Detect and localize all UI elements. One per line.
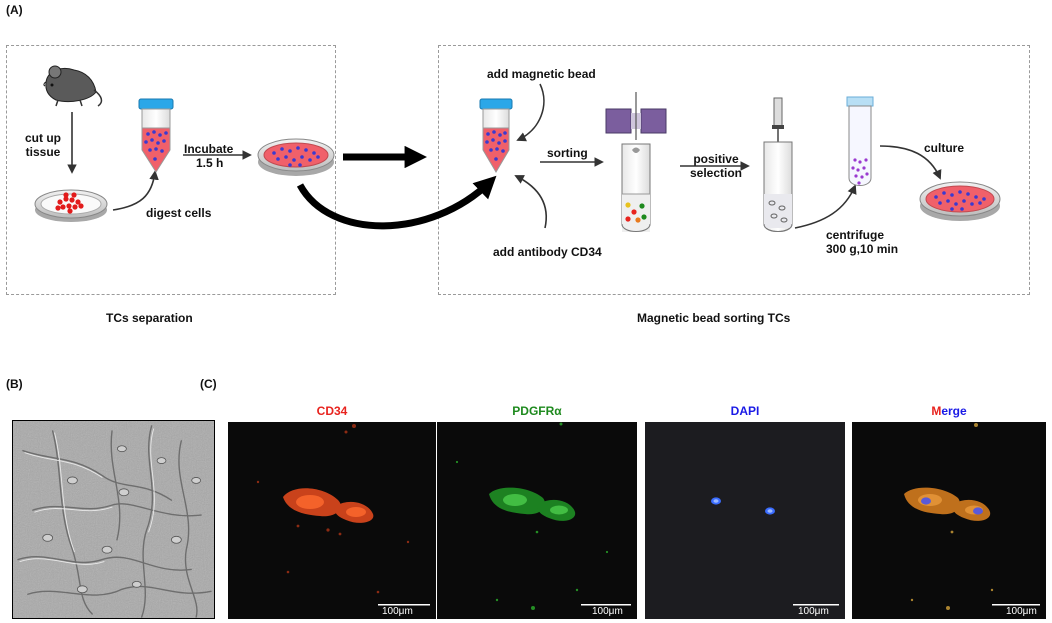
centrifuge-tube-icon [846,96,874,186]
cd34-image [228,422,436,619]
mouse-icon [43,65,103,107]
final-culture-dish-icon [919,181,1001,221]
cut-up-label: cut up tissue [22,131,64,159]
magnet-icon [605,92,667,140]
separation-box [6,45,336,295]
add-antibody-label: add antibody CD34 [493,245,602,259]
dapi-scale-bar [793,604,839,606]
panel-label-b: (B) [6,377,23,391]
add-bead-label: add magnetic bead [487,67,596,81]
sorting-box [438,45,1030,295]
positive-line2: selection [689,166,743,180]
positive-selection-label: positive selection [680,152,752,180]
cd34-title: CD34 [316,404,348,418]
merge-title-m: M [931,404,942,418]
dapi-image [645,422,845,619]
incubate-line2: 1.5 h [196,156,224,170]
culture-label: culture [924,141,965,155]
pdgfra-scale-bar [581,604,631,606]
workflow-diagram [34,65,1001,232]
pdgfra-image [437,422,637,619]
panel-label-a: (A) [6,3,23,17]
merge-title-rest: erge [941,404,967,418]
merge-image [852,422,1046,619]
sorting-box-title: Magnetic bead sorting TCs [637,311,791,325]
separation-box-title: TCs separation [106,311,193,325]
centrifuge-line2: 300 g,10 min [826,242,899,256]
pdgfra-scale-label: 100μm [592,606,623,617]
centrifuge-label: centrifuge 300 g,10 min [826,228,898,256]
dapi-scale-label: 100μm [798,606,829,617]
sorting-tube-icon [479,98,513,173]
merge-scale-bar [992,604,1040,606]
centrifuge-line1: centrifuge [826,228,885,242]
positive-line1: positive [693,152,739,166]
merge-scale-label: 100μm [1006,606,1037,617]
cd34-scale-label: 100μm [382,606,413,617]
sorting-label: sorting [547,146,588,160]
incubate-line1: Incubate [184,142,234,156]
digest-tube-icon [138,98,174,173]
syringe-tube-icon [763,97,793,232]
cut-up-line1: cut up [25,131,61,145]
cd34-scale-bar [378,604,430,606]
incubate-label: Incubate 1.5 h [184,142,244,170]
digest-label: digest cells [146,206,212,220]
phase-contrast-image [12,420,215,619]
separation-tube-icon [621,143,651,232]
panel-label-c: (C) [200,377,217,391]
cut-up-line2: tissue [25,145,61,159]
pdgfra-title: PDGFRα [512,404,562,418]
culture-dish-icon [257,138,335,176]
tissue-dish-icon [34,189,108,222]
merge-title: Merge [852,404,1046,418]
dapi-title: DAPI [730,404,760,418]
